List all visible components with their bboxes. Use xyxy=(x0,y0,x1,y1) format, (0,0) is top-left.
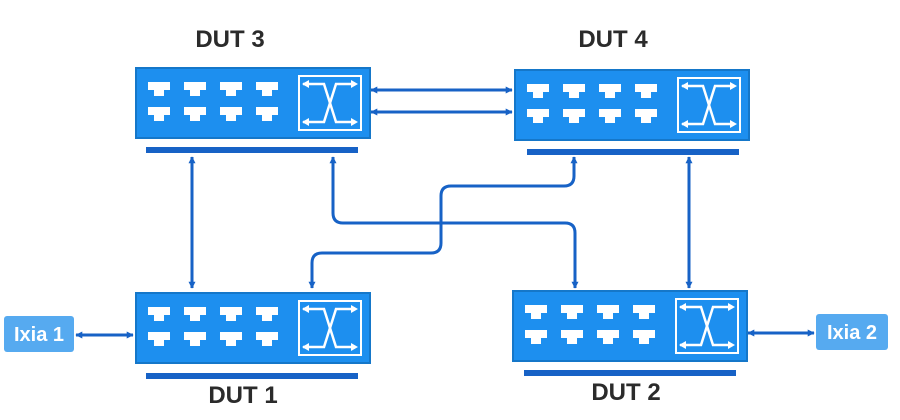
ethernet-port-icon xyxy=(184,107,206,121)
ixia1-box xyxy=(4,316,74,352)
ethernet-port-icon xyxy=(563,109,585,123)
dut3-label: DUT 3 xyxy=(195,26,264,53)
ethernet-port-icon xyxy=(635,109,657,123)
dut2-chassis xyxy=(512,290,748,362)
links-layer xyxy=(75,86,815,339)
ethernet-port-icon xyxy=(561,305,583,319)
ethernet-port-icon xyxy=(633,330,655,344)
dut1-label: DUT 1 xyxy=(208,382,277,409)
dut3-switch xyxy=(135,67,371,139)
crossover-arrows-icon xyxy=(675,298,739,354)
dut4-switch xyxy=(514,69,750,141)
dut1-base-bar xyxy=(146,373,358,379)
ethernet-port-icon xyxy=(256,82,278,96)
ethernet-port-icon xyxy=(220,332,242,346)
link-dut3-dut2 xyxy=(329,156,579,289)
ethernet-port-icon xyxy=(184,332,206,346)
crossover-arrows-icon xyxy=(298,75,362,131)
ethernet-port-icon xyxy=(184,307,206,321)
ethernet-port-icon xyxy=(220,307,242,321)
ethernet-port-icon xyxy=(256,107,278,121)
dut4-label: DUT 4 xyxy=(578,26,648,53)
dut3-chassis xyxy=(135,67,371,139)
ethernet-port-icon xyxy=(525,305,547,319)
ethernet-port-icon xyxy=(561,330,583,344)
dut4-base-bar xyxy=(527,149,739,155)
ethernet-port-icon xyxy=(256,307,278,321)
ethernet-port-icon xyxy=(599,84,621,98)
ixia1-label: Ixia 1 xyxy=(14,324,64,346)
link-dut4-dut1 xyxy=(308,156,578,289)
ethernet-port-icon xyxy=(635,84,657,98)
ethernet-port-icon xyxy=(599,109,621,123)
ethernet-port-icon xyxy=(633,305,655,319)
dut4-chassis xyxy=(514,69,750,141)
ethernet-port-icon xyxy=(148,82,170,96)
ethernet-port-icon xyxy=(148,307,170,321)
ethernet-port-icon xyxy=(148,332,170,346)
ixia2-tester: Ixia 2 xyxy=(816,314,888,350)
crossover-arrows-icon xyxy=(298,300,362,356)
ethernet-port-icon xyxy=(525,330,547,344)
ethernet-port-icon xyxy=(184,82,206,96)
ethernet-port-icon xyxy=(220,82,242,96)
ethernet-port-icon xyxy=(563,84,585,98)
ethernet-port-icon xyxy=(148,107,170,121)
ethernet-port-icon xyxy=(256,332,278,346)
dut1-switch xyxy=(135,292,371,364)
ixia2-label: Ixia 2 xyxy=(827,322,877,344)
ethernet-port-icon xyxy=(597,305,619,319)
ethernet-port-icon xyxy=(597,330,619,344)
dut1-chassis xyxy=(135,292,371,364)
ethernet-port-icon xyxy=(527,84,549,98)
dut3-base-bar xyxy=(146,147,358,153)
ethernet-port-icon xyxy=(527,109,549,123)
crossover-arrows-icon xyxy=(677,77,741,133)
ixia2-box xyxy=(816,314,888,350)
ixia1-tester: Ixia 1 xyxy=(4,316,74,352)
dut2-switch xyxy=(512,290,748,362)
dut2-base-bar xyxy=(524,370,736,376)
dut2-label: DUT 2 xyxy=(591,379,660,406)
ethernet-port-icon xyxy=(220,107,242,121)
